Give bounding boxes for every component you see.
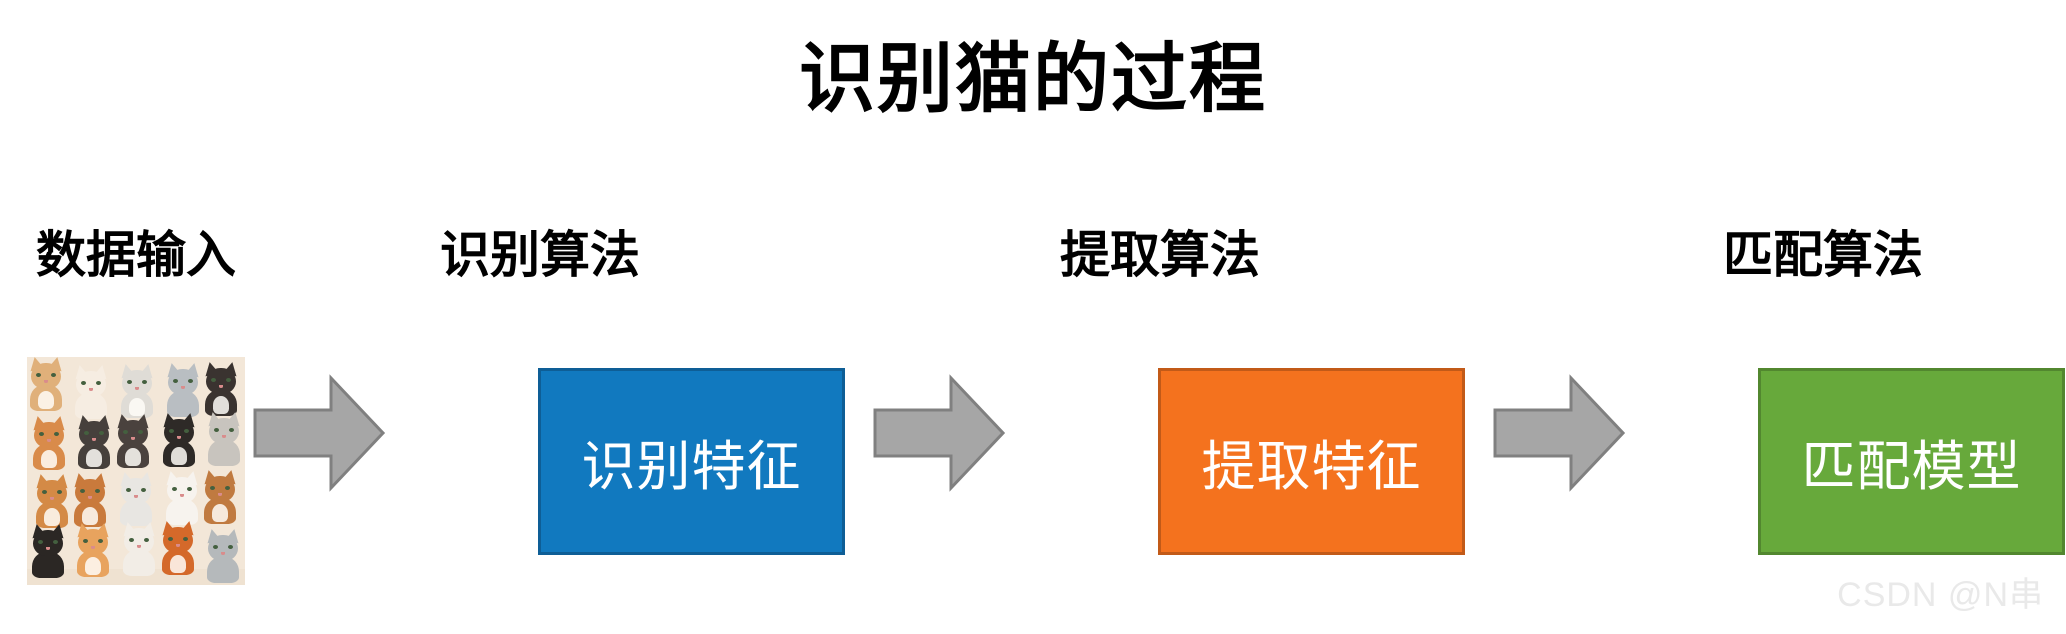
cat-thumbnail (74, 413, 114, 469)
cat-thumbnail (203, 527, 243, 583)
stage-label-data-input: 数据输入 (36, 227, 236, 283)
cat-thumbnail (117, 362, 157, 418)
cat-thumbnail (71, 363, 111, 419)
cat-thumbnail (204, 410, 244, 466)
stage-label-matching-algorithm: 匹配算法 (1723, 227, 1923, 283)
process-box-match-model[interactable]: 匹配模型 (1758, 368, 2065, 555)
process-box-extract-features[interactable]: 提取特征 (1158, 368, 1465, 555)
cat-thumbnail (27, 357, 66, 411)
cat-thumbnail (29, 414, 69, 470)
cat-thumbnail (200, 468, 240, 524)
arrow-recognize-to-extract (873, 374, 1005, 492)
cat-thumbnail (70, 471, 110, 527)
stage-data-input: 数据输入 (0, 227, 272, 585)
page-title: 识别猫的过程 (799, 37, 1267, 122)
cat-thumbnail (201, 360, 241, 416)
cat-thumbnail (158, 519, 198, 575)
process-box-recognize-features[interactable]: 识别特征 (538, 368, 845, 555)
stage-recognition-algorithm: 识别算法 识别特征 (400, 230, 980, 555)
process-flow-diagram: 数据输入 识别算法 识别特征 提取算法 提取特征 匹配算法 匹配模型 (0, 230, 2066, 610)
cat-grid-photo (27, 357, 245, 585)
stage-matching-algorithm: 匹配算法 匹配模型 (1640, 230, 2066, 555)
cat-thumbnail (116, 470, 156, 526)
cat-thumbnail (32, 472, 72, 528)
csdn-watermark: CSDN @N串 (1837, 576, 2044, 614)
cat-thumbnail (163, 361, 203, 417)
cat-thumbnail (73, 521, 113, 577)
cat-thumbnail (28, 522, 68, 578)
arrow-input-to-recognize (253, 374, 385, 492)
cat-thumbnail (159, 411, 199, 467)
arrow-extract-to-match (1493, 374, 1625, 492)
cat-thumbnail (113, 412, 153, 468)
cat-thumbnail (162, 469, 202, 525)
cat-thumbnail (119, 520, 159, 576)
stage-extraction-algorithm: 提取算法 提取特征 (1020, 230, 1600, 555)
stage-label-recognition-algorithm: 识别算法 (440, 227, 640, 283)
stage-label-extraction-algorithm: 提取算法 (1060, 227, 1260, 283)
